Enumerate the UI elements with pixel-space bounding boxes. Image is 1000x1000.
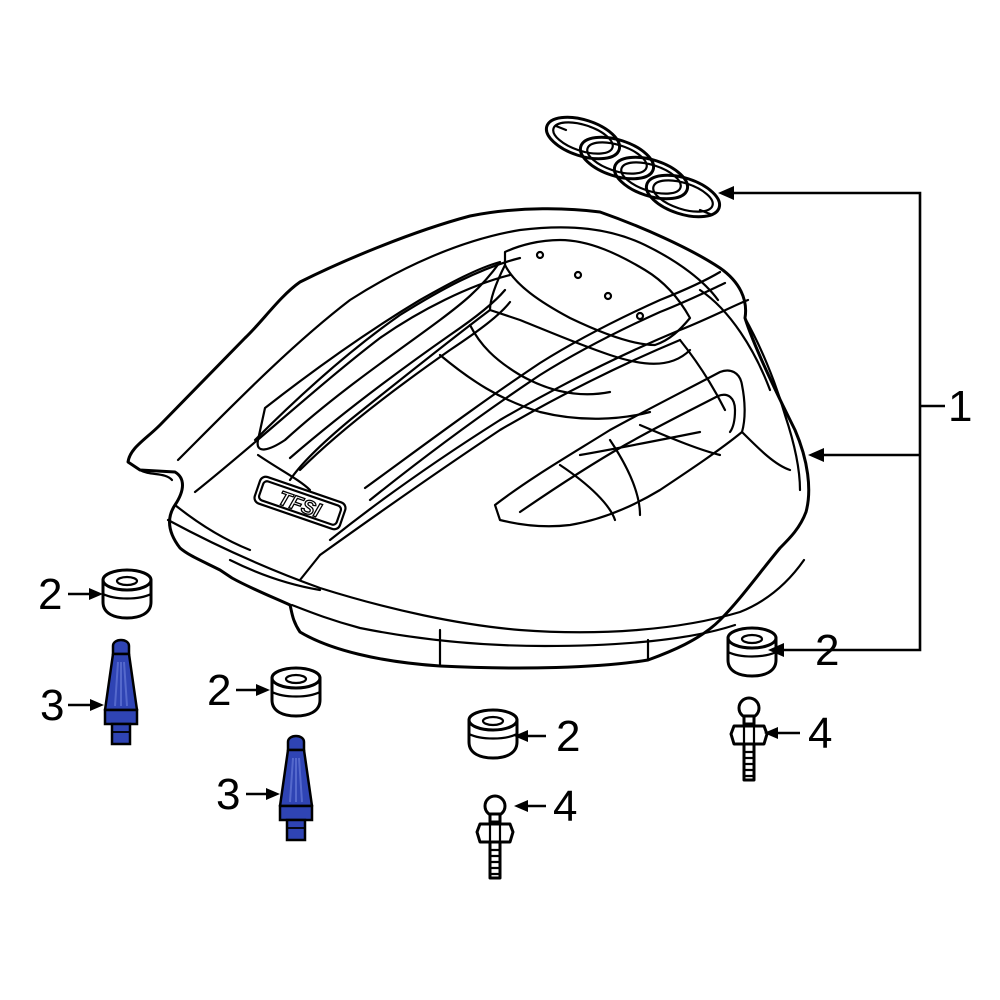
grommet-center[interactable] [467, 708, 519, 760]
tfsi-badge: TFSI [253, 475, 347, 531]
retainer-pin-left[interactable] [103, 638, 139, 746]
grommet-middle-left[interactable] [270, 666, 322, 718]
engine-cover[interactable]: TFSI [126, 207, 811, 670]
callout-1: 1 [948, 382, 972, 431]
callout-3-left: 3 [40, 681, 64, 730]
callout-2-center: 2 [556, 712, 580, 761]
callout-2-left: 2 [38, 570, 62, 619]
callout-2-middle-left: 2 [207, 666, 231, 715]
grommet-left[interactable] [101, 568, 153, 620]
four-ring-emblem[interactable] [541, 109, 724, 225]
ball-stud-center[interactable] [475, 794, 515, 880]
callout-3-middle: 3 [216, 770, 240, 819]
ball-stud-right[interactable] [729, 696, 769, 782]
callout-2-right: 2 [815, 626, 839, 675]
retainer-pin-middle[interactable] [278, 734, 314, 842]
leaders [68, 186, 945, 812]
grommet-right[interactable] [726, 626, 778, 678]
callout-4-right: 4 [808, 709, 832, 758]
callout-4-center: 4 [553, 782, 577, 831]
